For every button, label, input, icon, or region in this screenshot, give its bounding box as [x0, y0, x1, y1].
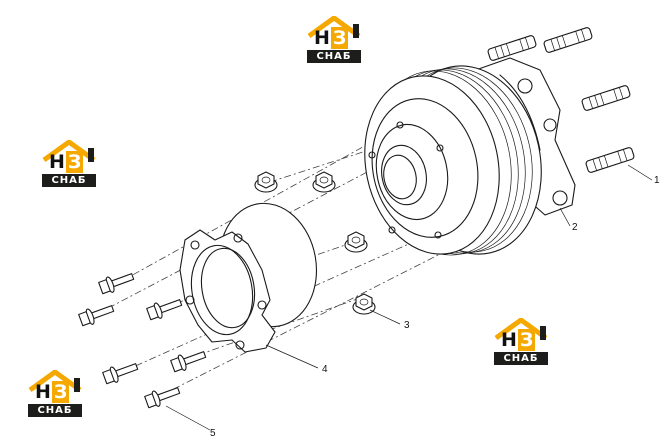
flange-nut [312, 171, 336, 193]
logo-letter-accent: З [51, 381, 70, 403]
house-roof-icon [494, 318, 548, 341]
flange-nut [254, 171, 278, 193]
part-5-flange-bolts [78, 273, 207, 409]
callout-label: 1 [654, 175, 660, 186]
flange-bolt [98, 273, 135, 295]
logo-letter-main: H [49, 151, 65, 173]
stud-bolt [581, 85, 631, 111]
logo-letter-main: H [501, 329, 517, 351]
stud-bolt [487, 35, 537, 61]
flange-bolt [170, 351, 207, 373]
flange-bolt [146, 299, 183, 321]
flange-bolt [144, 387, 181, 409]
flange-bolt [102, 363, 139, 385]
callout-label: 4 [322, 364, 328, 375]
flange-nut [352, 293, 376, 315]
flange-nut [344, 231, 368, 253]
callout-label: 5 [210, 428, 216, 439]
part-3-flange-nuts [254, 171, 376, 315]
house-roof-icon [28, 370, 82, 393]
callout-label: 3 [404, 320, 410, 331]
logo-word: СНАБ [494, 352, 548, 365]
logo-letter-main: H [35, 381, 51, 403]
house-roof-icon [42, 140, 96, 163]
logo-letter-accent: З [517, 329, 536, 351]
logo-letter-main: H [314, 27, 330, 49]
flange-bolt [78, 305, 115, 327]
part-1-stud-bolts [487, 27, 635, 173]
logo-letter-accent: З [330, 27, 349, 49]
logo-word: СНАБ [28, 404, 82, 417]
part-4-spacer-hub [179, 202, 318, 353]
house-roof-icon [307, 16, 361, 39]
callout-label: 2 [572, 222, 578, 233]
logo-word: СНАБ [42, 174, 96, 187]
stud-bolt [543, 27, 593, 53]
stud-bolt [585, 147, 635, 173]
part-2-pulley-assembly [364, 57, 576, 256]
logo-word: СНАБ [307, 50, 361, 63]
logo-letter-accent: З [65, 151, 84, 173]
callout-leader-lines [165, 164, 653, 431]
